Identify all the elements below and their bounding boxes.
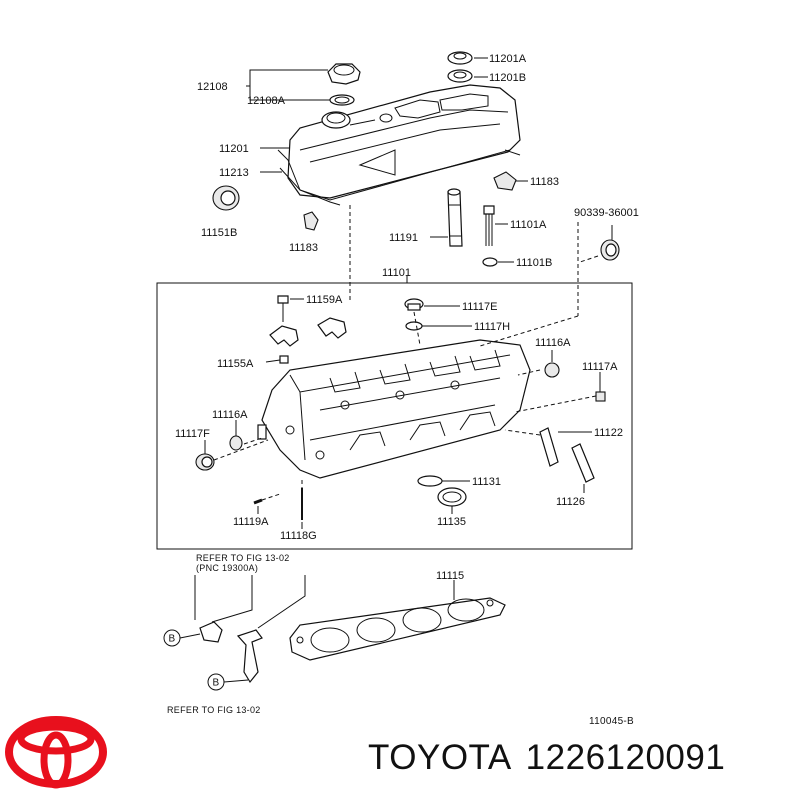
part-label: 11117A <box>582 361 618 373</box>
plug-part <box>404 298 424 331</box>
assembly-frame <box>156 282 633 550</box>
part-label: 11119A <box>233 516 269 528</box>
pin-part <box>257 424 267 440</box>
plug-part <box>303 211 319 231</box>
washer-part <box>482 257 498 267</box>
plug-part <box>493 171 517 191</box>
valve-guide-part <box>539 427 559 467</box>
part-label: 11201 <box>219 143 249 155</box>
svg-text:B: B <box>169 634 176 645</box>
gasket-part <box>417 475 443 487</box>
refer-note: REFER TO FIG 13-02 <box>167 705 261 715</box>
valve-guide-part <box>571 443 595 483</box>
oil-cap-part <box>327 63 361 106</box>
part-label: 11101A <box>510 219 547 231</box>
plug-part <box>229 435 243 451</box>
seal-part <box>437 487 467 507</box>
part-label: 11201A <box>489 53 527 65</box>
grommet-part <box>447 51 473 83</box>
part-number: 1226120091 <box>525 738 726 777</box>
part-label: 11116A <box>535 337 571 349</box>
part-label: 11122 <box>594 427 623 439</box>
part-label: 12108 <box>197 81 228 93</box>
part-label: 11183 <box>289 242 318 254</box>
circle-marker: B <box>163 629 181 647</box>
refer-note: (PNC 19300A) <box>196 563 258 573</box>
head-gasket-part <box>289 597 506 661</box>
part-label: 11201B <box>489 72 526 84</box>
bearing-cap-part <box>269 317 347 364</box>
part-label: 11155A <box>217 358 254 370</box>
pin-part <box>253 498 263 505</box>
plug-part <box>195 453 215 471</box>
part-labels: 12108 12108A 11201A 11201B 11201 11213 1… <box>175 53 639 582</box>
part-label: 12108A <box>247 95 286 107</box>
part-label: 11191 <box>389 232 418 244</box>
toyota-logo-icon <box>5 716 107 789</box>
head-cover-part <box>277 84 521 206</box>
part-label: 11151B <box>201 227 237 239</box>
part-label: 11118G <box>280 530 317 542</box>
bolt-part <box>277 295 289 322</box>
figure-code: 110045-B <box>589 716 634 727</box>
part-label: 11117E <box>462 301 497 313</box>
part-label: 11159A <box>306 294 343 306</box>
part-label: 11117F <box>175 428 210 440</box>
refer-note: REFER TO FIG 13-02 <box>196 553 290 563</box>
brand-name: TOYOTA <box>368 738 512 777</box>
part-label: 11117H <box>474 321 510 333</box>
seal-part <box>600 239 620 261</box>
part-label: 11183 <box>530 176 559 188</box>
leader-lines <box>179 57 613 683</box>
seal-part <box>212 185 240 211</box>
brand-line: TOYOTA 1226120091 <box>368 738 739 778</box>
cover-gasket-part <box>279 149 511 201</box>
part-label: 11131 <box>472 476 501 488</box>
part-label: 11101B <box>516 257 552 269</box>
plug-part <box>595 391 606 402</box>
part-label: 90339-36001 <box>574 207 639 219</box>
bracket-part <box>199 621 263 684</box>
tube-part <box>447 188 463 247</box>
part-label: 11101 <box>382 267 411 279</box>
part-label: 11213 <box>219 167 249 179</box>
part-label: 11135 <box>437 516 466 528</box>
cylinder-head-part <box>261 339 531 479</box>
circle-marker: B <box>207 673 225 691</box>
part-label: 11126 <box>556 496 585 508</box>
plug-part <box>544 362 560 378</box>
part-label: 11115 <box>436 570 464 582</box>
dashed-lines <box>213 205 599 501</box>
bolt-part <box>483 205 495 246</box>
svg-text:B: B <box>213 678 220 689</box>
part-label: 11116A <box>212 409 248 421</box>
